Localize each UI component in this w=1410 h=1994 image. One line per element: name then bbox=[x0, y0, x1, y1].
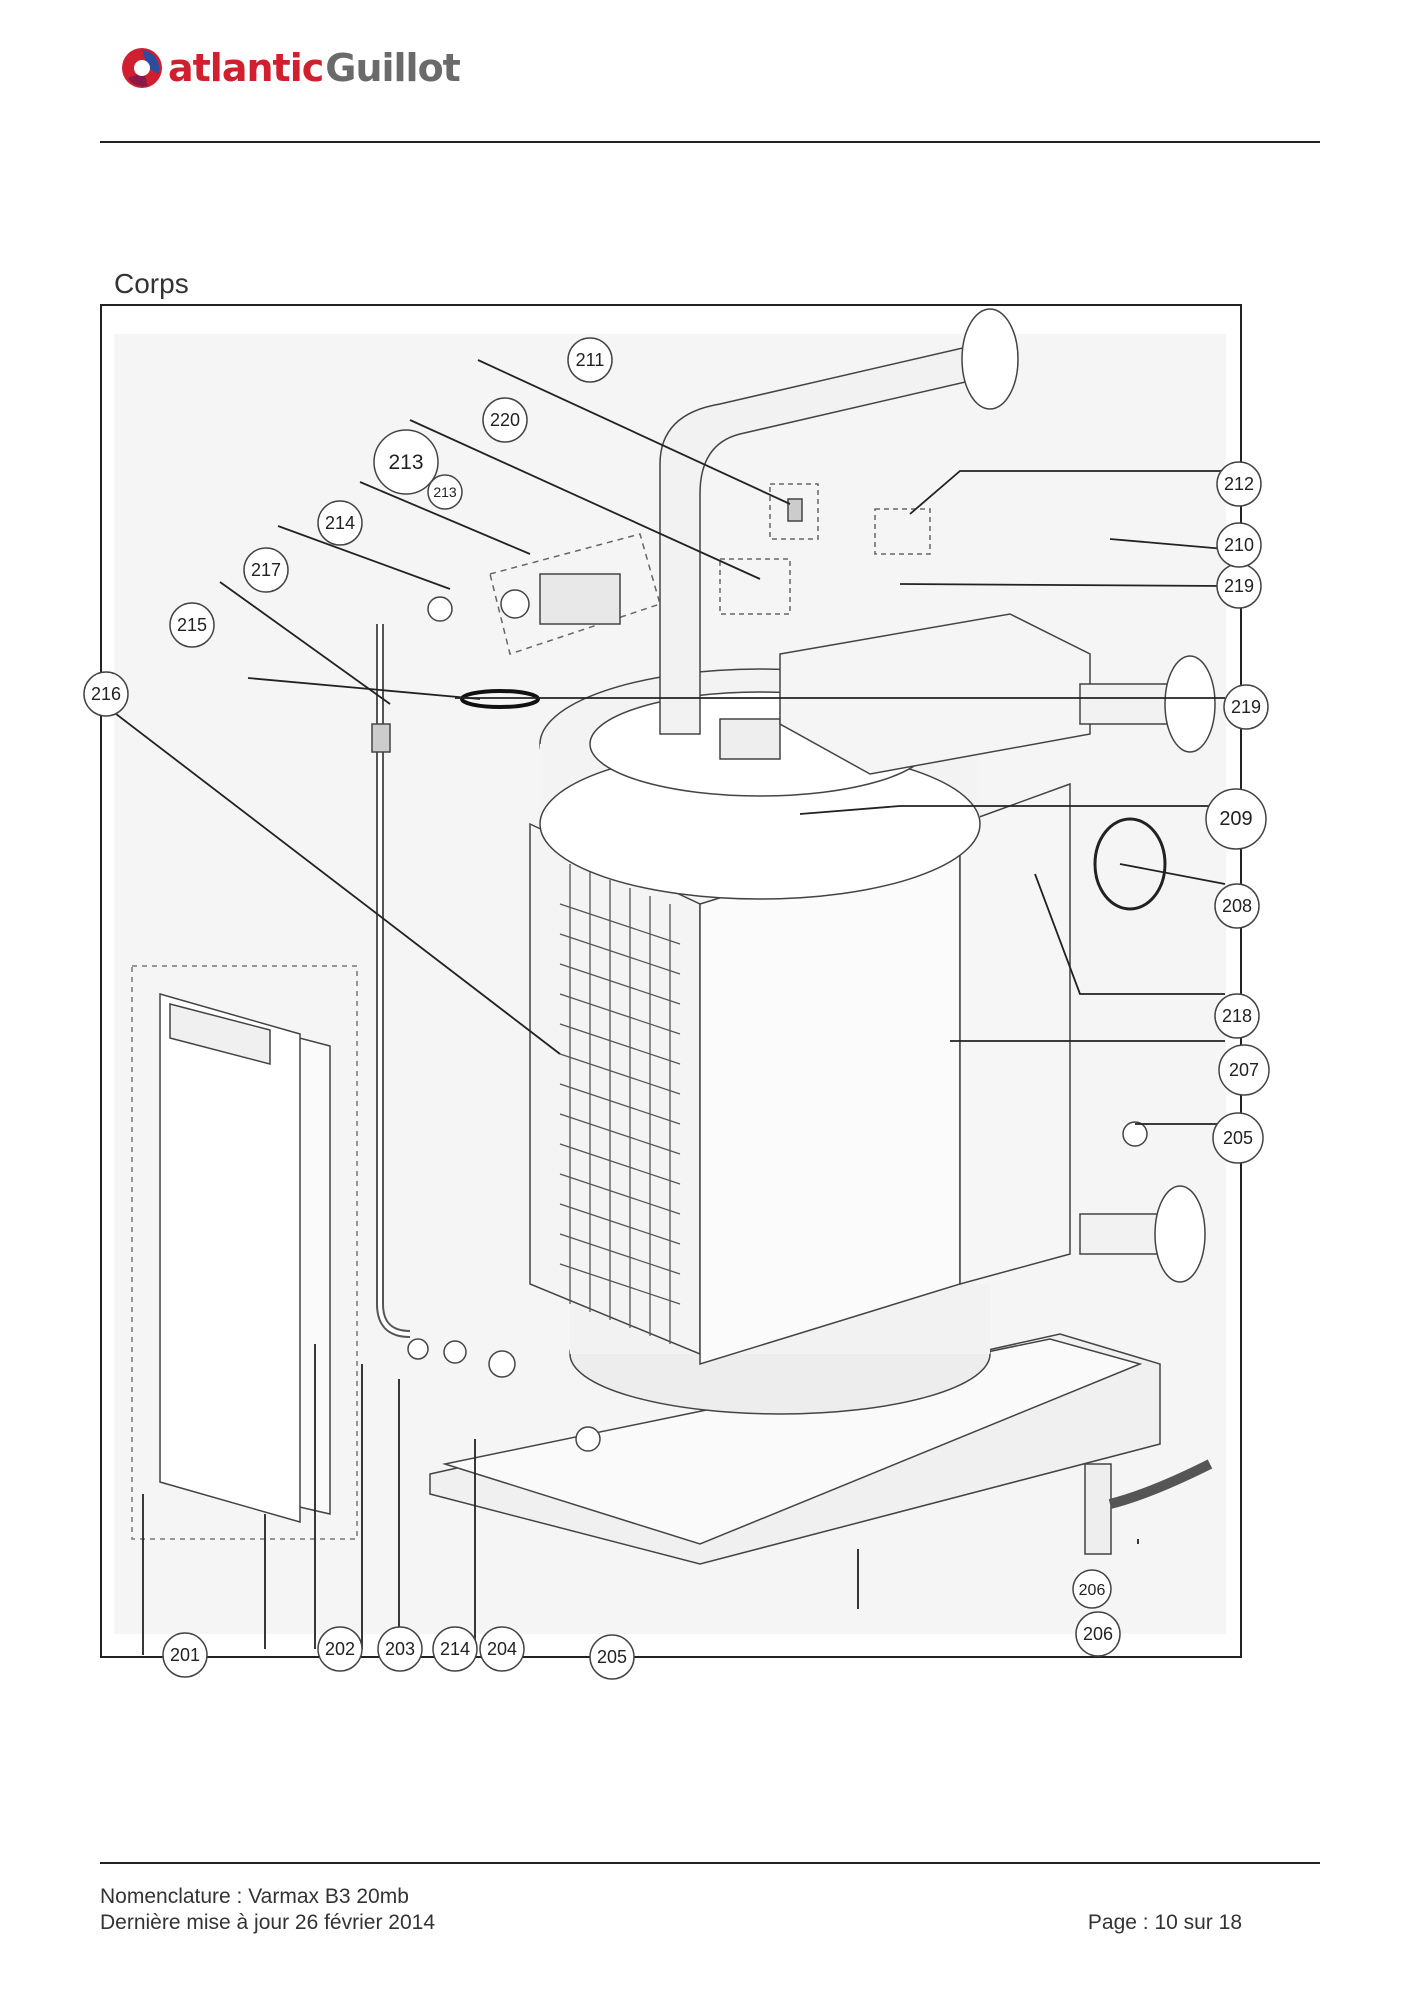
callout-212: 212 bbox=[1216, 461, 1262, 507]
callout-213a-label: 213 bbox=[388, 451, 423, 474]
boiler-drawing bbox=[131, 308, 1216, 1565]
leader-lines bbox=[89, 359, 1226, 1657]
callout-201-label: 201 bbox=[170, 1645, 200, 1665]
callout-213b-label: 213 bbox=[433, 484, 457, 500]
footer-rule bbox=[100, 1862, 1320, 1864]
callout-206a-label: 206 bbox=[1079, 1582, 1106, 1599]
callout-217-label: 217 bbox=[251, 560, 281, 580]
callout-207: 207 bbox=[1218, 1044, 1270, 1096]
callout-214-top: 214 bbox=[317, 500, 363, 546]
callout-219-upper: 219 bbox=[1216, 563, 1262, 609]
callout-208-label: 208 bbox=[1222, 896, 1252, 916]
callouts: 201 202 203 214 204 205 206 206 205 207 … bbox=[83, 337, 1270, 1680]
brand-logo: atlanticGuillot bbox=[118, 40, 461, 96]
callout-213-small: 213 bbox=[427, 474, 463, 510]
callout-204-label: 204 bbox=[487, 1639, 517, 1659]
footer-update-date: Dernière mise à jour 26 février 2014 bbox=[100, 1911, 435, 1934]
callout-205a-label: 205 bbox=[1223, 1128, 1253, 1148]
callout-216-label: 216 bbox=[91, 684, 121, 704]
callout-217: 217 bbox=[243, 547, 289, 593]
callout-218: 218 bbox=[1214, 993, 1260, 1039]
callout-201: 201 bbox=[162, 1632, 208, 1678]
callout-214a-label: 214 bbox=[325, 513, 355, 533]
callout-219a-label: 219 bbox=[1224, 576, 1254, 596]
logo-text-guillot: Guillot bbox=[325, 46, 461, 90]
header-rule bbox=[100, 141, 1320, 143]
callout-202-label: 202 bbox=[325, 1639, 355, 1659]
page-number: Page : 10 sur 18 bbox=[1087, 1911, 1242, 1934]
callout-219-lower: 219 bbox=[1223, 684, 1269, 730]
callout-206: 206 bbox=[1075, 1611, 1121, 1657]
callout-216: 216 bbox=[83, 671, 129, 717]
section-title: Corps bbox=[114, 268, 189, 299]
callout-215-label: 215 bbox=[177, 615, 207, 635]
callout-205-bottom: 205 bbox=[589, 1634, 635, 1680]
callout-211: 211 bbox=[567, 337, 613, 383]
callout-210: 210 bbox=[1216, 522, 1262, 568]
callout-215: 215 bbox=[169, 602, 215, 648]
callout-214-bottom: 214 bbox=[432, 1626, 478, 1672]
callout-220-label: 220 bbox=[490, 410, 520, 430]
callout-209: 209 bbox=[1205, 788, 1267, 850]
logo-icon bbox=[122, 48, 162, 88]
callout-205-right: 205 bbox=[1212, 1112, 1264, 1164]
callout-220: 220 bbox=[482, 397, 528, 443]
callout-218-label: 218 bbox=[1222, 1006, 1252, 1026]
logo-text-atlantic: atlantic bbox=[168, 46, 324, 90]
callout-202: 202 bbox=[317, 1626, 363, 1672]
callout-203: 203 bbox=[377, 1626, 423, 1672]
callout-211-label: 211 bbox=[576, 350, 605, 370]
callout-213-large: 213 bbox=[373, 429, 439, 495]
callout-204: 204 bbox=[479, 1626, 525, 1672]
callout-219b-label: 219 bbox=[1231, 697, 1261, 717]
callout-203-label: 203 bbox=[385, 1639, 415, 1659]
callout-205b-label: 205 bbox=[597, 1647, 627, 1667]
callout-206b-label: 206 bbox=[1083, 1624, 1113, 1644]
callout-212-label: 212 bbox=[1224, 474, 1254, 494]
logo-wordmark: atlanticGuillot bbox=[168, 46, 461, 90]
footer-nomenclature: Nomenclature : Varmax B3 20mb bbox=[100, 1885, 409, 1908]
callout-207-label: 207 bbox=[1229, 1060, 1259, 1080]
callout-208: 208 bbox=[1214, 883, 1260, 929]
exploded-view-diagram: 201 202 203 214 204 205 206 206 205 207 … bbox=[83, 304, 1270, 1680]
callout-206-small: 206 bbox=[1072, 1569, 1112, 1609]
callout-209-label: 209 bbox=[1219, 808, 1252, 830]
callout-214b-label: 214 bbox=[440, 1639, 470, 1659]
callout-210-label: 210 bbox=[1224, 535, 1254, 555]
